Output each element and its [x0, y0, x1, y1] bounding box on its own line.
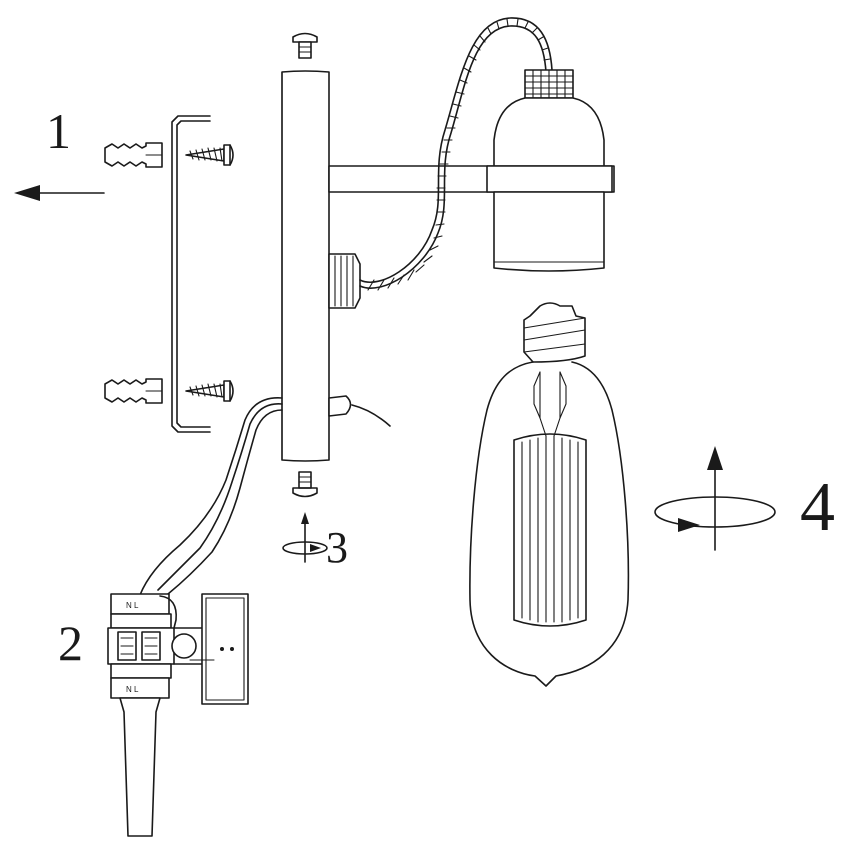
lower-cable: [119, 697, 161, 837]
wall-anchor-lower: [104, 378, 163, 404]
step-3-label: 3: [326, 523, 348, 572]
mounting-bracket: [171, 115, 211, 433]
wood-screw-upper: [185, 144, 234, 166]
arrow-left-icon: [14, 185, 105, 201]
step-1-group: 1: [14, 103, 105, 201]
terminal-block: N L N L: [107, 593, 207, 699]
rotate-arrow-icon: [654, 446, 776, 551]
machine-screw-bottom: [292, 471, 318, 498]
step-2-label: 2: [58, 615, 83, 671]
step-4-group: 4: [654, 446, 835, 551]
light-bulb: [469, 302, 630, 687]
step-3-group: 3: [282, 512, 348, 572]
terminal-lower-mark: N L: [126, 685, 139, 694]
terminal-cover-box: [189, 593, 249, 705]
wood-screw-lower: [185, 380, 234, 402]
step-1-label: 1: [46, 103, 71, 159]
lamp-socket: [486, 69, 613, 272]
wall-backplate: [281, 70, 330, 462]
twisted-cord: [359, 17, 553, 291]
step-4-label: 4: [800, 469, 835, 546]
switch-knob: [328, 253, 361, 309]
terminal-upper-mark: N L: [126, 601, 139, 610]
wall-anchor-upper: [104, 142, 163, 168]
machine-screw-top: [292, 32, 318, 59]
cable-grommet: [328, 395, 391, 427]
rotate-arrow-icon: [282, 512, 328, 563]
supply-wires: [139, 397, 283, 596]
